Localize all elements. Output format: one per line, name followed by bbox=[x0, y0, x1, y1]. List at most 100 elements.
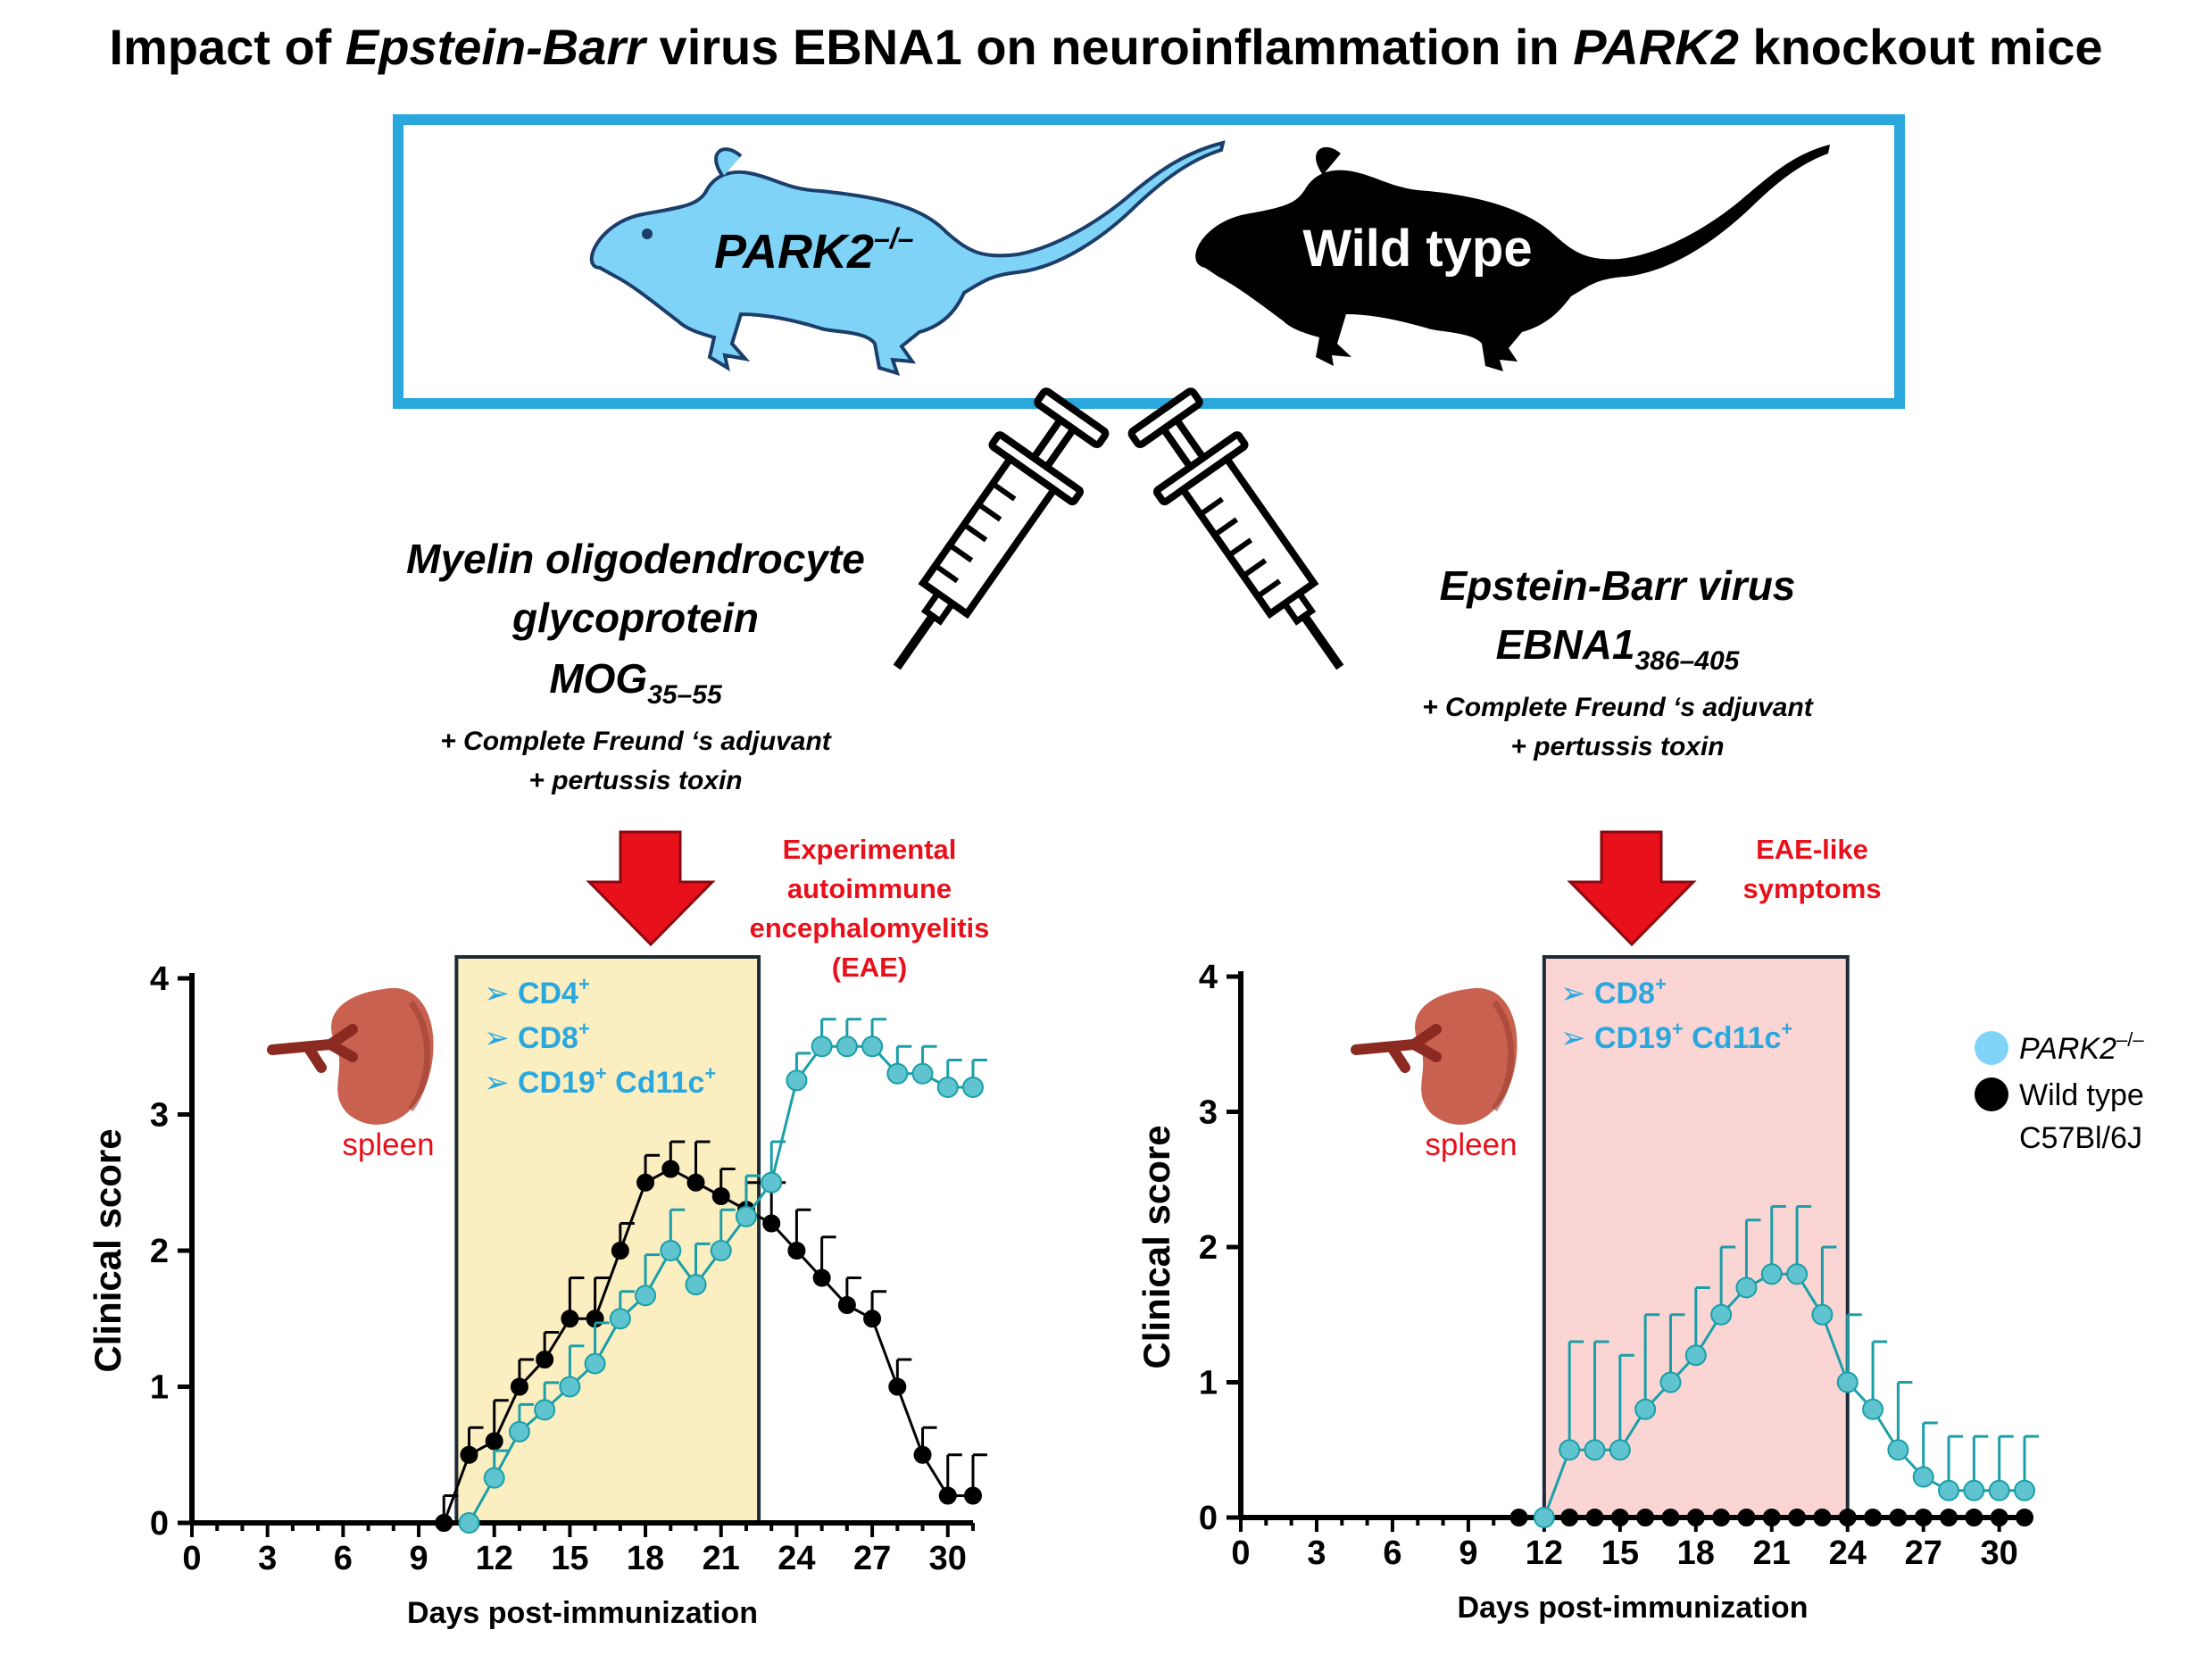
cell-marker-name: Cd11c bbox=[1684, 1021, 1782, 1055]
y-tick-label: 0 bbox=[150, 1505, 169, 1543]
point-wildtype bbox=[1914, 1509, 1933, 1526]
bullet-arrow-icon: ➢ bbox=[484, 977, 518, 1010]
cell-item: ➢ CD8+​ bbox=[1560, 973, 1667, 1010]
point-knockout bbox=[508, 1420, 530, 1443]
red-arrow-left-icon bbox=[586, 830, 716, 947]
point-wildtype bbox=[762, 1214, 781, 1233]
svg-text:Epstein-Barr virus: Epstein-Barr virus bbox=[1440, 562, 1796, 609]
y-tick-label: 3 bbox=[1199, 1094, 1218, 1132]
point-wildtype bbox=[1864, 1509, 1883, 1526]
point-wildtype bbox=[536, 1351, 554, 1368]
y-tick-label: 2 bbox=[150, 1233, 169, 1270]
highlight-box bbox=[454, 955, 761, 1525]
cell-item: ➢ CD4+​ bbox=[484, 973, 590, 1010]
point-knockout bbox=[2014, 1479, 2035, 1501]
point-knockout bbox=[1963, 1479, 1985, 1501]
cell-marker-sup: + bbox=[1781, 1018, 1792, 1040]
point-wildtype bbox=[1762, 1509, 1781, 1526]
point-knockout bbox=[483, 1467, 505, 1489]
point-wildtype bbox=[913, 1445, 932, 1464]
y-tick-label: 1 bbox=[1199, 1365, 1218, 1402]
x-tick-label: 18 bbox=[1677, 1534, 1715, 1572]
point-knockout bbox=[1684, 1344, 1707, 1367]
svg-text:Experimental: Experimental bbox=[783, 834, 957, 865]
point-knockout bbox=[1533, 1507, 1555, 1528]
point-knockout bbox=[1609, 1439, 1631, 1461]
x-axis-label: Days post-immunization bbox=[407, 1596, 758, 1630]
point-wildtype bbox=[812, 1268, 831, 1287]
point-wildtype bbox=[1661, 1509, 1680, 1526]
y-tick-label: 1 bbox=[150, 1369, 169, 1407]
x-tick-label: 9 bbox=[409, 1540, 428, 1577]
point-wildtype bbox=[1889, 1509, 1908, 1526]
point-knockout bbox=[1862, 1398, 1884, 1420]
point-knockout bbox=[685, 1274, 707, 1296]
x-tick-label: 0 bbox=[1231, 1534, 1250, 1572]
point-knockout bbox=[1584, 1439, 1606, 1461]
point-wildtype bbox=[1610, 1509, 1629, 1526]
point-wildtype bbox=[938, 1486, 957, 1505]
svg-text:EAE-like: EAE-like bbox=[1756, 834, 1868, 865]
y-tick-label: 2 bbox=[1199, 1229, 1218, 1267]
svg-text:+ pertussis toxin: + pertussis toxin bbox=[528, 766, 742, 795]
point-wildtype bbox=[1990, 1509, 2008, 1526]
legend-wt-marker bbox=[1975, 1077, 2008, 1111]
cell-marker-sup: + bbox=[578, 1018, 590, 1040]
point-wildtype bbox=[561, 1310, 579, 1328]
cell-marker-sup: + bbox=[1672, 1018, 1684, 1040]
svg-text:Myelin oligodendrocyte: Myelin oligodendrocyte bbox=[406, 536, 865, 582]
point-knockout bbox=[458, 1512, 480, 1534]
point-wildtype bbox=[1712, 1509, 1731, 1526]
x-tick-label: 18 bbox=[627, 1540, 664, 1577]
left-immunization-text: Myelin oligodendrocyte glycoprotein MOG3… bbox=[406, 536, 865, 795]
svg-text:+ pertussis toxin: + pertussis toxin bbox=[1510, 732, 1724, 761]
point-knockout bbox=[1634, 1398, 1657, 1420]
x-tick-label: 15 bbox=[551, 1540, 588, 1577]
right-immunization-text: Epstein-Barr virus EBNA1386–405 + Comple… bbox=[1422, 562, 1815, 761]
point-knockout bbox=[1710, 1303, 1733, 1326]
cell-marker-name: CD4 bbox=[518, 977, 578, 1010]
cell-marker-name: CD8 bbox=[1594, 977, 1655, 1010]
point-knockout bbox=[710, 1240, 732, 1261]
bullet-arrow-icon: ➢ bbox=[484, 1021, 518, 1055]
cell-item: ➢ CD8+​ bbox=[484, 1018, 590, 1055]
point-knockout bbox=[836, 1035, 858, 1058]
point-wildtype bbox=[837, 1296, 856, 1314]
point-knockout bbox=[786, 1069, 808, 1092]
legend-wt-strain: C57Bl/6J bbox=[2019, 1121, 2142, 1155]
point-knockout bbox=[1988, 1479, 2010, 1501]
point-wildtype bbox=[1509, 1509, 1528, 1526]
svg-text:EBNA1386–405: EBNA1386–405 bbox=[1496, 621, 1741, 676]
cells-right-list: ➢ CD8+​ ➢ CD19+​ Cd11c+​ bbox=[1560, 973, 1792, 1055]
cell-marker-sup: + bbox=[1655, 973, 1667, 995]
cell-marker-sup: + bbox=[578, 973, 590, 995]
point-knockout bbox=[1938, 1479, 1960, 1501]
spleen-left-label: spleen bbox=[342, 1127, 434, 1162]
point-knockout bbox=[811, 1035, 833, 1058]
point-wildtype bbox=[510, 1377, 528, 1396]
point-knockout bbox=[584, 1352, 606, 1375]
x-tick-label: 3 bbox=[1307, 1534, 1326, 1572]
cells-left-list: ➢ CD4+​➢ CD8+​➢ CD19+​ Cd11c+​ bbox=[484, 973, 716, 1100]
point-wildtype bbox=[1788, 1509, 1807, 1526]
point-knockout bbox=[886, 1062, 909, 1085]
cell-item: ➢ CD19+​ Cd11c+​ bbox=[1560, 1018, 1792, 1055]
point-wildtype bbox=[1813, 1509, 1832, 1526]
y-tick-label: 3 bbox=[150, 1097, 169, 1135]
point-knockout bbox=[936, 1077, 959, 1098]
x-tick-label: 9 bbox=[1459, 1534, 1477, 1572]
bullet-arrow-icon: ➢ bbox=[1560, 977, 1594, 1010]
legend-ko-label: PARK2–/– bbox=[2019, 1028, 2144, 1066]
point-knockout bbox=[1836, 1371, 1859, 1393]
x-tick-label: 3 bbox=[258, 1540, 277, 1577]
syringe-left-icon bbox=[856, 383, 1117, 696]
spleen-left-icon bbox=[272, 988, 434, 1125]
y-tick-label: 4 bbox=[150, 961, 169, 998]
point-wildtype bbox=[435, 1514, 453, 1532]
cell-marker-name: CD19 bbox=[518, 1066, 595, 1100]
x-tick-label: 30 bbox=[1981, 1534, 2018, 1572]
x-tick-label: 6 bbox=[334, 1540, 353, 1577]
spleen-right-icon bbox=[1356, 988, 1518, 1125]
point-wildtype bbox=[787, 1242, 806, 1260]
